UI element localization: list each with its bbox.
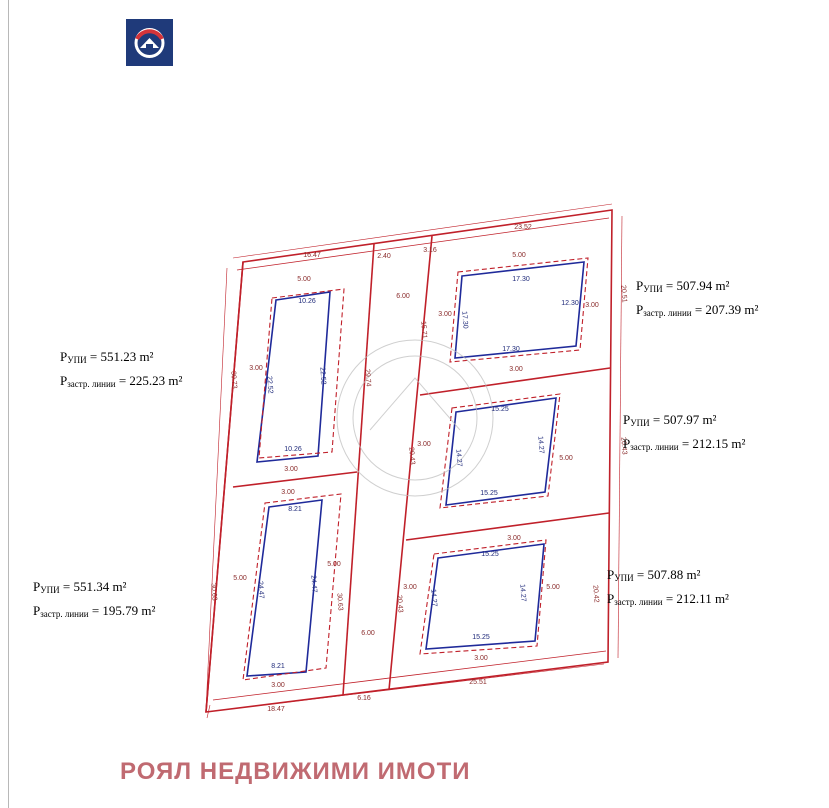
svg-text:3.00: 3.00 [474, 655, 488, 662]
svg-text:8.21: 8.21 [288, 506, 302, 513]
svg-text:18.47: 18.47 [267, 706, 285, 713]
svg-text:3.00: 3.00 [271, 682, 285, 689]
brand-name: РОЯЛ НЕДВИЖИМИ ИМОТИ [120, 758, 471, 785]
plot-area-label: РУПИ = 551.23 m² Рзастр. линии = 225.23 … [60, 349, 183, 389]
svg-text:15.25: 15.25 [491, 406, 509, 413]
svg-text:5.00: 5.00 [233, 575, 247, 582]
svg-text:24.47: 24.47 [309, 575, 317, 593]
svg-text:5.00: 5.00 [297, 276, 311, 283]
svg-text:29.74: 29.74 [363, 369, 371, 387]
svg-text:5.00: 5.00 [559, 455, 573, 462]
svg-text:3.00: 3.00 [507, 535, 521, 542]
plot-area-label: РУПИ = 507.97 m² Рзастр. линии = 212.15 … [623, 412, 746, 452]
svg-text:23.52: 23.52 [514, 224, 532, 231]
svg-text:20.43: 20.43 [395, 595, 403, 613]
svg-text:3.00: 3.00 [509, 366, 523, 373]
watermark-icon [336, 339, 494, 497]
svg-text:20.42: 20.42 [591, 585, 599, 603]
brand-logo-icon [126, 19, 173, 66]
svg-text:30.63: 30.63 [209, 583, 217, 601]
svg-text:14.27: 14.27 [536, 436, 544, 454]
svg-text:30.73: 30.73 [229, 371, 237, 389]
plot-area-label: РУПИ = 551.34 m² Рзастр. линии = 195.79 … [33, 579, 156, 619]
svg-text:14.27: 14.27 [518, 584, 526, 602]
svg-text:22.52: 22.52 [265, 376, 273, 394]
svg-text:12.30: 12.30 [561, 300, 579, 307]
svg-text:5.00: 5.00 [327, 561, 341, 568]
svg-text:15.25: 15.25 [480, 490, 498, 497]
building-outlines [246, 261, 585, 677]
svg-text:6.16: 6.16 [357, 695, 371, 702]
svg-text:14.27: 14.27 [454, 449, 462, 467]
svg-text:14.27: 14.27 [429, 589, 437, 607]
svg-text:15.25: 15.25 [481, 551, 499, 558]
svg-text:3.00: 3.00 [438, 311, 452, 318]
svg-text:15.25: 15.25 [472, 634, 490, 641]
svg-text:6.00: 6.00 [396, 293, 410, 300]
svg-text:5.00: 5.00 [512, 252, 526, 259]
plot-area-label: РУПИ = 507.94 m² Рзастр. линии = 207.39 … [636, 278, 759, 318]
plot-area-label: РУПИ = 507.88 m² Рзастр. линии = 212.11 … [607, 567, 729, 607]
svg-text:5.00: 5.00 [546, 584, 560, 591]
svg-text:16.47: 16.47 [303, 252, 321, 259]
plot-boundaries [205, 209, 613, 713]
svg-text:3.00: 3.00 [284, 466, 298, 473]
svg-text:10.26: 10.26 [298, 298, 316, 305]
svg-text:3.16: 3.16 [423, 247, 437, 254]
svg-text:15.71: 15.71 [419, 321, 427, 339]
svg-text:17.30: 17.30 [502, 346, 520, 353]
svg-text:3.00: 3.00 [417, 441, 431, 448]
svg-text:25.51: 25.51 [469, 679, 487, 686]
svg-text:3.00: 3.00 [281, 489, 295, 496]
svg-text:10.26: 10.26 [284, 446, 302, 453]
svg-text:3.00: 3.00 [249, 365, 263, 372]
svg-text:6.00: 6.00 [361, 630, 375, 637]
svg-text:3.00: 3.00 [585, 302, 599, 309]
svg-text:20.43: 20.43 [619, 437, 627, 455]
svg-text:20.43: 20.43 [407, 447, 415, 465]
svg-text:30.63: 30.63 [335, 593, 343, 611]
svg-text:8.21: 8.21 [271, 663, 285, 670]
building-limits [242, 257, 589, 681]
svg-text:17.30: 17.30 [512, 276, 530, 283]
page-left-rule [8, 0, 9, 808]
svg-text:24.47: 24.47 [256, 581, 264, 599]
svg-text:20.51: 20.51 [619, 285, 627, 303]
svg-text:2.40: 2.40 [377, 253, 391, 260]
svg-text:3.00: 3.00 [403, 584, 417, 591]
svg-text:22.52: 22.52 [318, 367, 326, 385]
svg-text:17.30: 17.30 [460, 311, 468, 329]
